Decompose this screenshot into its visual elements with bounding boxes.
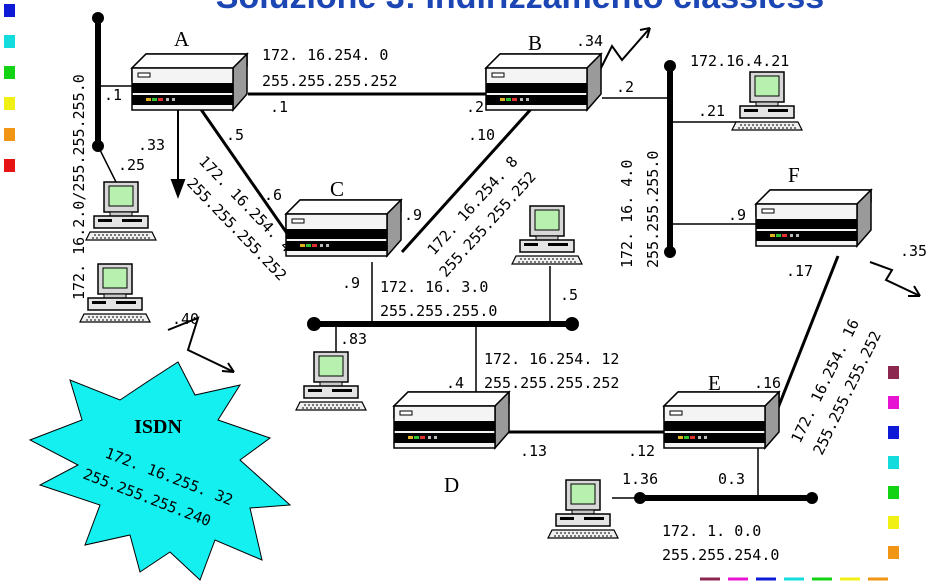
ef-if-f: .17	[786, 262, 813, 280]
c-lan-if: .9	[342, 274, 360, 292]
e-lan-net: 172. 1. 0.0	[662, 522, 761, 540]
pc-e-lan[interactable]	[547, 479, 619, 539]
router-f-label: F	[788, 163, 800, 187]
serial-links	[167, 27, 921, 373]
slide-title: Soluzione 3: Indirizzamento classless	[216, 0, 824, 16]
router-a[interactable]	[131, 53, 248, 111]
ac-if-a: .5	[226, 126, 244, 144]
color-square-blue	[4, 4, 15, 17]
ac-if-c: .6	[264, 186, 282, 204]
b-pc-if: .21	[698, 102, 725, 120]
a-lan-pc: .25	[118, 156, 145, 174]
e-pc-if: 1.36	[622, 470, 658, 488]
bc-if-c: .9	[404, 206, 422, 224]
b-pc-addr: 172.16.4.21	[690, 52, 789, 70]
pc-a-lan-1[interactable]	[85, 181, 157, 241]
c-pc2-if: .83	[340, 330, 367, 348]
color-square-yellow	[4, 97, 15, 110]
c-lan-net: 172. 16. 3.0	[380, 278, 488, 296]
color-square-green	[4, 66, 15, 79]
pc-serial: .40	[172, 310, 199, 328]
de-if-e: .12	[628, 442, 655, 460]
router-c-label: C	[330, 177, 344, 201]
ab-mask: 255.255.255.252	[262, 72, 397, 90]
c-lan-mask: 255.255.255.0	[380, 302, 497, 320]
de-mask: 255.255.255.252	[484, 374, 619, 392]
e-lan-if: 0.3	[718, 470, 745, 488]
router-b[interactable]	[485, 53, 602, 111]
bc-if-b: .10	[468, 126, 495, 144]
router-d-label: D	[444, 473, 459, 497]
f-lan-if: .9	[728, 206, 746, 224]
pc-b-lan[interactable]	[731, 71, 803, 131]
router-b-label: B	[528, 31, 542, 55]
ef-if-e: .16	[754, 374, 781, 392]
isdn-cloud: ISDN 172. 16.255. 32 255.255.255.240	[28, 361, 292, 581]
c-pc-if: .5	[560, 286, 578, 304]
isdn-label: ISDN	[134, 416, 182, 438]
right-color-squares	[700, 366, 899, 581]
f-serial: .35	[900, 242, 927, 260]
router-d[interactable]	[393, 391, 510, 449]
router-a-label: A	[174, 27, 190, 51]
color-square-orange	[4, 128, 15, 141]
router-e-label: E	[708, 371, 721, 395]
ab-if-a: .1	[270, 98, 288, 116]
ab-net: 172. 16.254. 0	[262, 46, 388, 64]
b-lan-if: .2	[616, 78, 634, 96]
pc-c-lan-1[interactable]	[511, 205, 583, 265]
b-lan-net: 172. 16. 4.0	[618, 160, 636, 268]
a-lan-label: 172. 16.2.0/255.255.255.0	[70, 74, 88, 300]
b-lan-mask: 255.255.255.0	[644, 151, 662, 268]
router-e[interactable]	[663, 391, 780, 449]
a-lan-if: .1	[104, 86, 122, 104]
left-color-squares	[4, 4, 15, 172]
ab-if-b: .2	[466, 98, 484, 116]
bus-endpoints	[92, 12, 818, 504]
router-c[interactable]	[285, 199, 402, 257]
e-lan-mask: 255.255.254.0	[662, 546, 779, 564]
router-f[interactable]	[755, 189, 872, 247]
color-square-red	[4, 159, 15, 172]
de-if-d: .13	[520, 442, 547, 460]
d-lan-if: .4	[446, 374, 464, 392]
links	[95, 18, 840, 501]
pc-c-lan-2[interactable]	[295, 351, 367, 411]
color-square-cyan	[4, 35, 15, 48]
a-serial: .33	[138, 136, 165, 154]
de-net: 172. 16.254. 12	[484, 350, 619, 368]
pc-a-lan-2[interactable]	[79, 263, 151, 323]
b-serial: .34	[576, 32, 603, 50]
